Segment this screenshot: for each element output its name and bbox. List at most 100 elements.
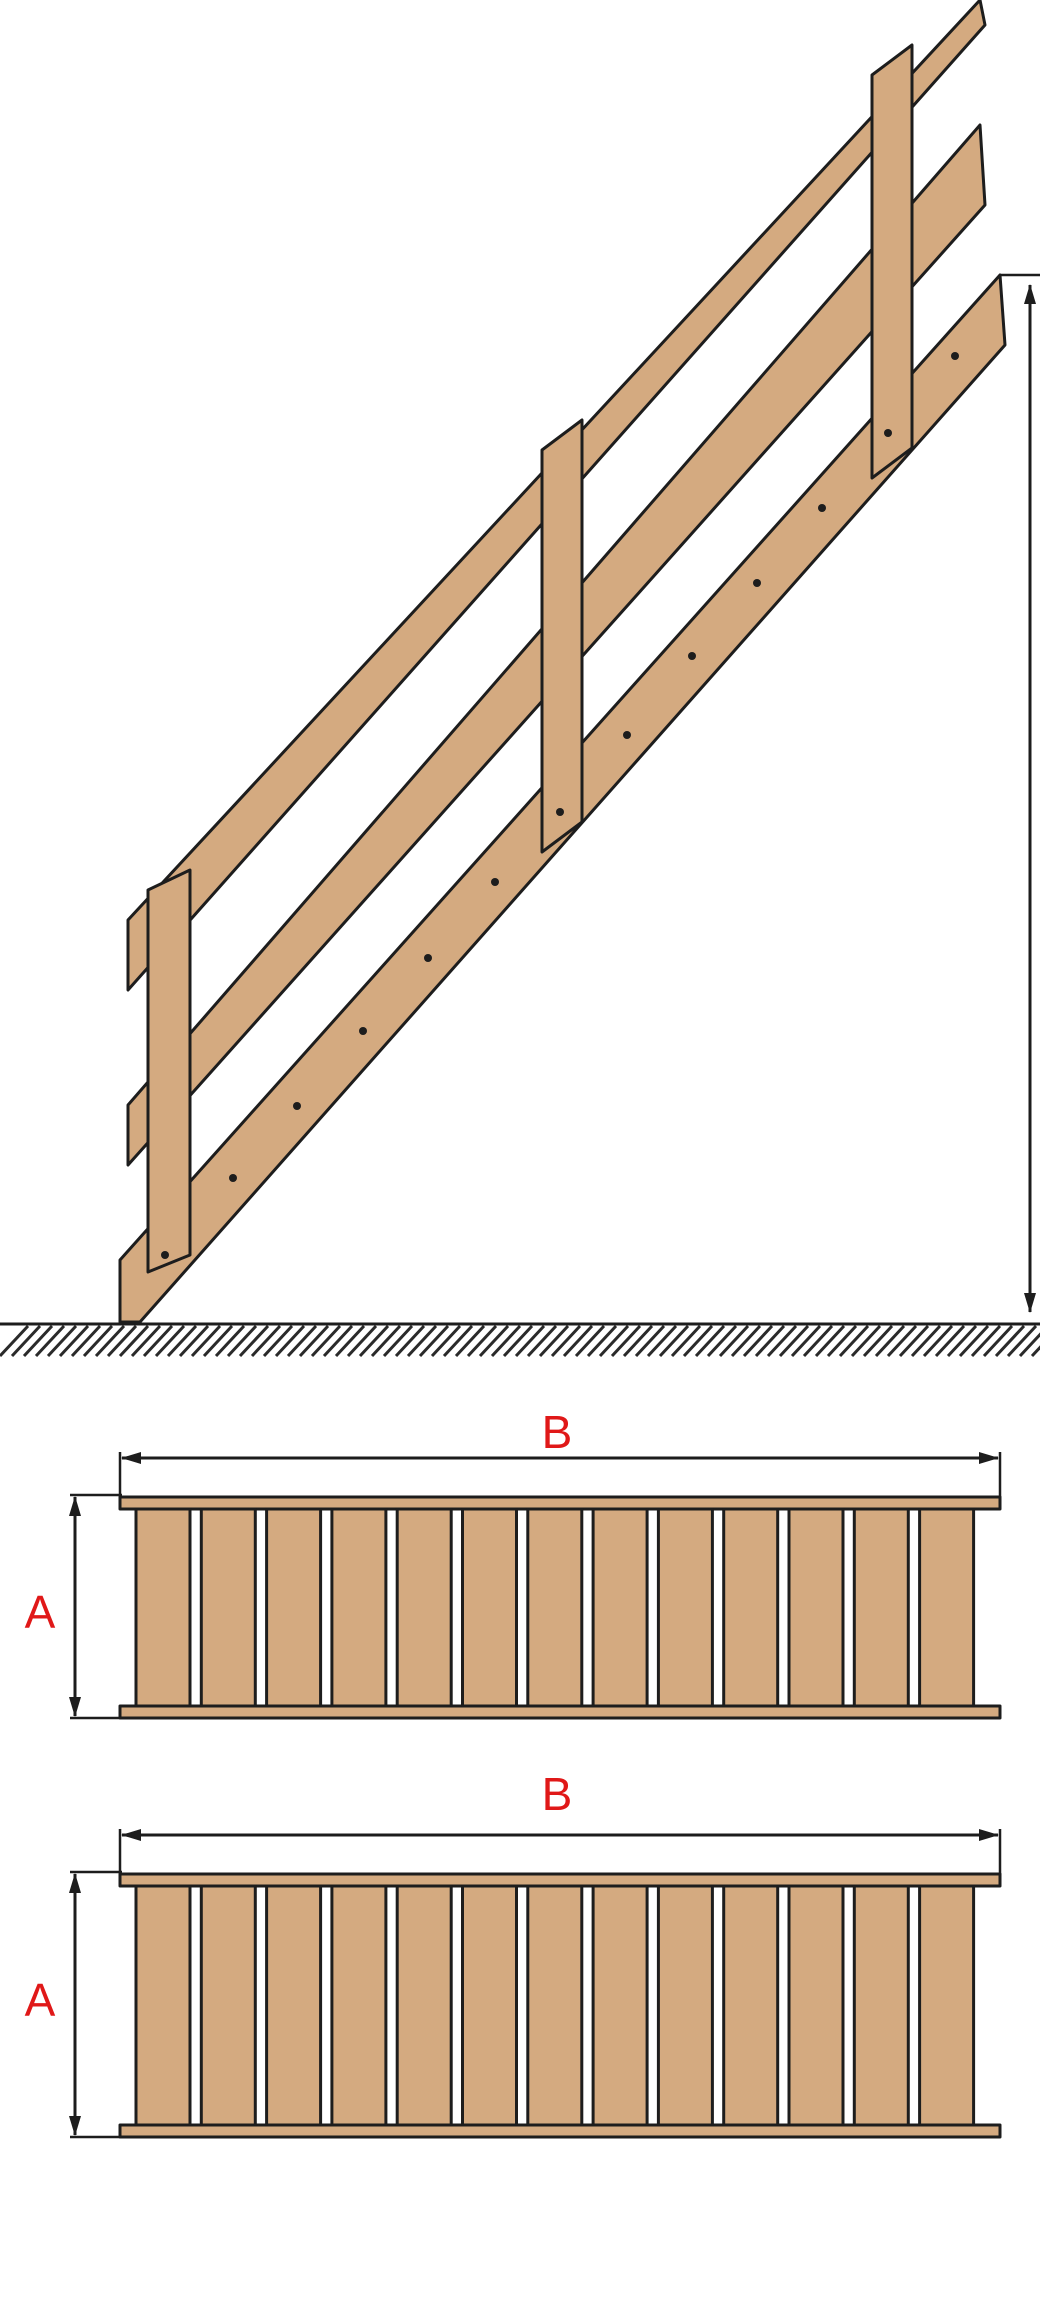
hatch-line (382, 1324, 414, 1358)
slat (918, 1884, 976, 2127)
hatch-line (922, 1324, 954, 1358)
slat (330, 1884, 388, 2127)
slat (852, 1507, 910, 1708)
slat (591, 1884, 649, 2127)
panel1-slats (134, 1507, 976, 1708)
hatch-line (610, 1324, 642, 1358)
post-middle (540, 418, 584, 854)
hatch-line (166, 1324, 198, 1358)
hatch-line (550, 1324, 582, 1358)
hatch-line (262, 1324, 294, 1358)
hatch-line (238, 1324, 270, 1358)
hatch-line (46, 1324, 78, 1358)
hatch-line (742, 1324, 774, 1358)
hatch-line (118, 1324, 150, 1358)
hatch-line (526, 1324, 558, 1358)
slat (722, 1507, 780, 1708)
slat (787, 1507, 845, 1708)
hatch-line (598, 1324, 630, 1358)
hatch-line (1018, 1332, 1040, 1358)
post-left (146, 868, 192, 1274)
hatch-line (958, 1324, 990, 1358)
hatch-line (274, 1324, 306, 1358)
hatch-line (562, 1324, 594, 1358)
slat (461, 1884, 518, 2127)
hatch-line (838, 1324, 870, 1358)
hatch-line (394, 1324, 426, 1358)
slat (526, 1884, 584, 2127)
panel2-slats (134, 1884, 976, 2127)
slat (134, 1884, 192, 2127)
hatch-line (286, 1324, 318, 1358)
hatch-line (190, 1324, 222, 1358)
hatch-line (802, 1324, 834, 1358)
hatch-line (310, 1324, 342, 1358)
hatch-line (778, 1324, 810, 1358)
hatch-line (826, 1324, 858, 1358)
slat (395, 1507, 453, 1708)
hatch-line (682, 1324, 714, 1358)
hatch-line (154, 1324, 186, 1358)
panel2-width-label: B (542, 1768, 573, 1820)
rail-panel-top: B A (25, 1406, 1002, 1720)
hatch-line (694, 1324, 726, 1358)
hatch-line (454, 1324, 486, 1358)
hatch-line (10, 1324, 42, 1358)
hatch-line (910, 1324, 942, 1358)
slat (199, 1884, 257, 2127)
hatch-line (58, 1324, 90, 1358)
hatch-line (502, 1324, 534, 1358)
hatch-line (430, 1324, 462, 1358)
hatch-line (322, 1324, 354, 1358)
slat (395, 1884, 453, 2127)
hatch-line (1030, 1345, 1040, 1358)
slat (265, 1884, 323, 2127)
hatch-line (670, 1324, 702, 1358)
hatch-line (898, 1324, 930, 1358)
slat (656, 1884, 714, 2127)
hatch-line (214, 1324, 246, 1358)
hatch-line (970, 1324, 1002, 1358)
hatch-line (70, 1324, 102, 1358)
hatch-line (106, 1324, 138, 1358)
hatch-line (466, 1324, 498, 1358)
hatch-line (442, 1324, 474, 1358)
hatch-line (982, 1324, 1014, 1358)
hatch-line (370, 1324, 402, 1358)
slat (461, 1507, 518, 1708)
hatch-line (130, 1324, 162, 1358)
slat (656, 1507, 714, 1708)
panel2-bottom-rail (118, 2123, 1002, 2139)
ground-hatching (0, 1324, 1040, 1358)
hatch-line (634, 1324, 666, 1358)
hatch-line (790, 1324, 822, 1358)
hatch-line (418, 1324, 450, 1358)
panel1-width-label: B (542, 1406, 573, 1458)
slat (591, 1507, 649, 1708)
stringer-bolt-holes (161, 352, 959, 1259)
hatch-line (94, 1324, 126, 1358)
hatch-line (226, 1324, 258, 1358)
slat (722, 1884, 780, 2127)
panel1-bottom-rail (118, 1704, 1002, 1720)
hatch-line (406, 1324, 438, 1358)
panel1-top-rail (118, 1495, 1002, 1511)
hatch-line (886, 1324, 918, 1358)
hatch-line (730, 1324, 762, 1358)
hatch-line (490, 1324, 522, 1358)
hatch-line (646, 1324, 678, 1358)
hatch-line (850, 1324, 882, 1358)
hatch-line (766, 1324, 798, 1358)
hatch-line (34, 1324, 66, 1358)
hatch-line (298, 1324, 330, 1358)
hatch-line (82, 1324, 114, 1358)
hatch-line (994, 1324, 1026, 1358)
hatch-line (586, 1324, 618, 1358)
slat (526, 1507, 584, 1708)
slat (918, 1507, 976, 1708)
post-right (870, 43, 914, 480)
hatch-line (142, 1324, 174, 1358)
slat (787, 1884, 845, 2127)
slat (330, 1507, 388, 1708)
hatch-line (250, 1324, 282, 1358)
